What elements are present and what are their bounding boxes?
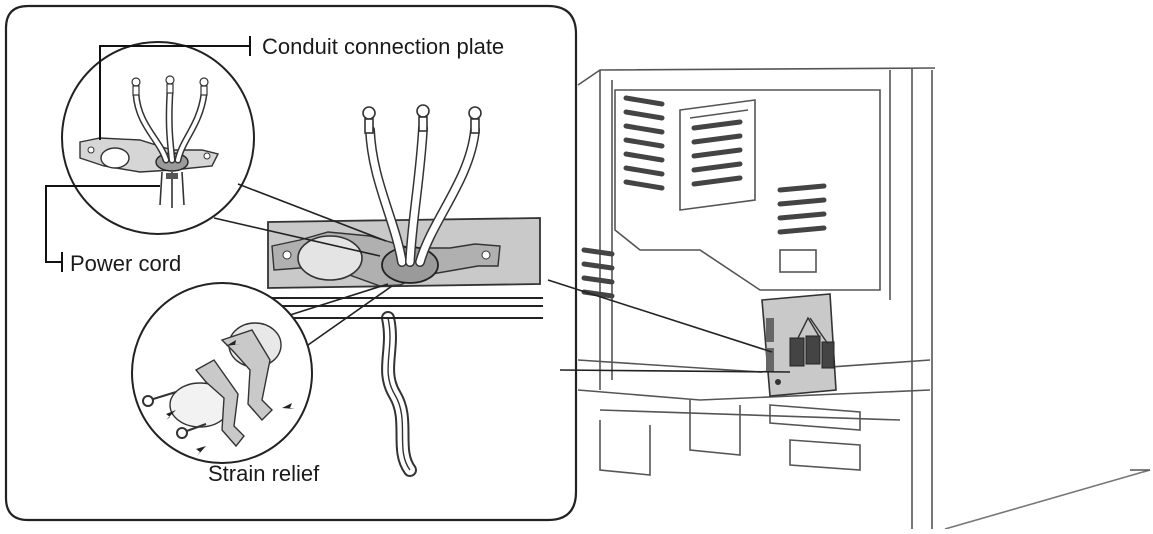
strain-relief-label: Strain relief bbox=[208, 463, 319, 485]
appliance-rear bbox=[578, 68, 1150, 529]
terminal-block bbox=[762, 294, 836, 396]
appliance-vents bbox=[584, 98, 824, 296]
power-cord-label: Power cord bbox=[70, 253, 181, 275]
conduit-connection-plate-label: Conduit connection plate bbox=[262, 36, 504, 58]
